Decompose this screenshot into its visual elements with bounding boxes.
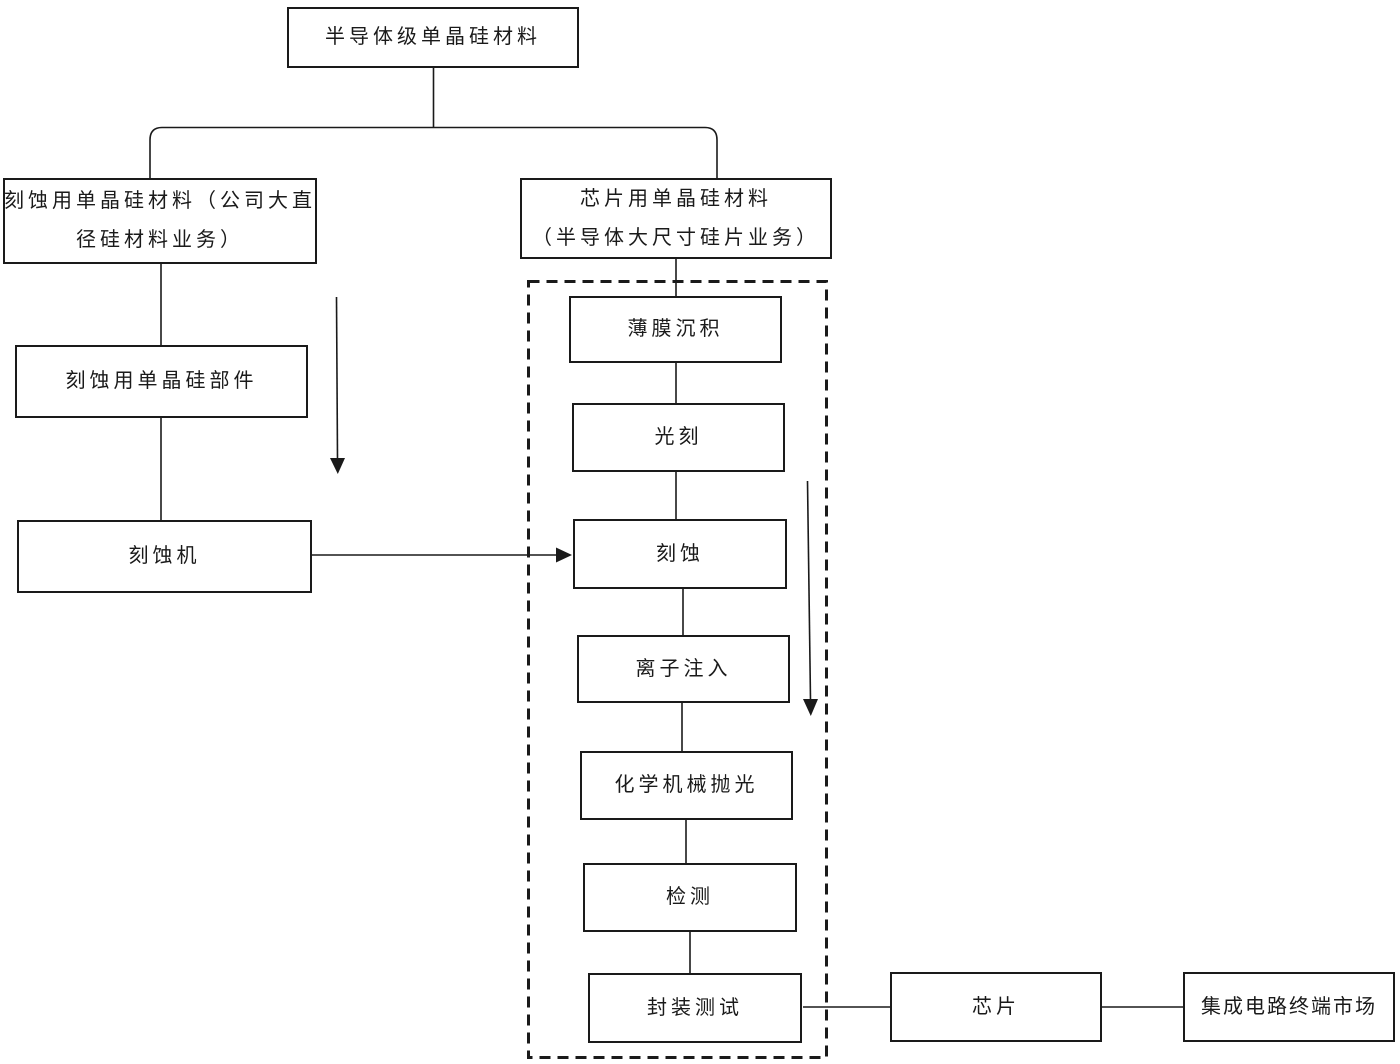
node-label: 刻蚀用单晶硅部件 <box>65 370 258 392</box>
node-label: 半导体级单晶硅材料 <box>325 26 541 48</box>
node-label: 刻蚀机 <box>128 545 201 567</box>
node-chip-silicon-material: 芯片用单晶硅材料 （半导体大尺寸硅片业务） <box>520 178 832 259</box>
node-label-line2: 径硅材料业务） <box>76 229 244 251</box>
node-label: 芯片 <box>972 995 1020 1018</box>
node-etching-silicon-material: 刻蚀用单晶硅材料（公司大直 径硅材料业务） <box>3 178 317 264</box>
process-group-dashed-border <box>527 280 828 1059</box>
step-label: 封装测试 <box>647 996 743 1019</box>
step-label: 光刻 <box>654 426 703 448</box>
arrow-process-flow-down <box>803 480 818 716</box>
step-inspection: 检测 <box>583 863 797 932</box>
step-label: 检测 <box>666 886 714 908</box>
node-label: 集成电路终端市场 <box>1201 995 1377 1018</box>
step-chemical-mechanical-polishing: 化学机械抛光 <box>580 751 793 820</box>
arrow-etch-machine-to-etch <box>312 547 572 563</box>
step-photolithography: 光刻 <box>572 403 785 472</box>
connector-branch <box>149 126 718 178</box>
node-etching-machine: 刻蚀机 <box>17 520 312 593</box>
step-thin-film-deposition: 薄膜沉积 <box>569 296 782 363</box>
node-chip: 芯片 <box>890 972 1102 1042</box>
node-label-line1: 刻蚀用单晶硅材料（公司大直 <box>4 190 316 212</box>
node-ic-end-market: 集成电路终端市场 <box>1183 972 1395 1042</box>
step-packaging-testing: 封装测试 <box>588 973 802 1043</box>
node-label-line1: 芯片用单晶硅材料 <box>580 187 772 210</box>
node-etching-silicon-parts: 刻蚀用单晶硅部件 <box>15 345 308 418</box>
step-label: 化学机械抛光 <box>614 774 759 796</box>
step-etching: 刻蚀 <box>573 519 787 589</box>
step-ion-implantation: 离子注入 <box>577 635 790 703</box>
arrow-left-down <box>330 296 345 474</box>
node-semiconductor-grade-silicon: 半导体级单晶硅材料 <box>287 7 579 68</box>
step-label: 薄膜沉积 <box>627 318 724 340</box>
step-label: 离子注入 <box>635 657 732 680</box>
step-label: 刻蚀 <box>656 542 704 565</box>
node-label-line2: （半导体大尺寸硅片业务） <box>532 226 820 249</box>
